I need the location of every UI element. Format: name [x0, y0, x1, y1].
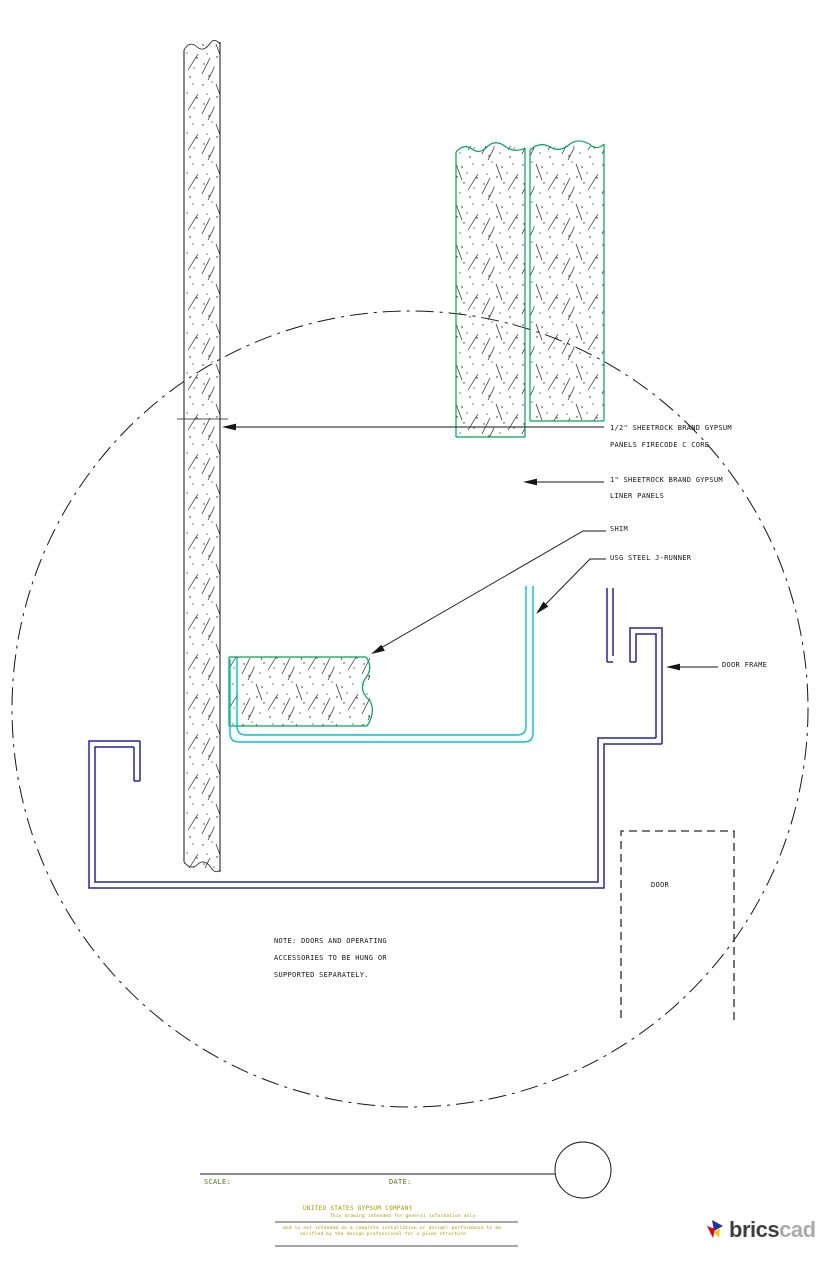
label-j-runner: USG STEEL J-RUNNER: [610, 554, 692, 562]
date-label: DATE:: [389, 1178, 412, 1186]
leader-gypsum-panels: [222, 423, 604, 431]
door-frame-profile: [88, 588, 663, 889]
bricscad-wordmark-bold: brics: [729, 1217, 780, 1242]
fine-print-line1: This drawing intended for general inform…: [330, 1214, 476, 1219]
note-line1: NOTE: DOORS AND OPERATING: [274, 937, 387, 945]
label-liner-panels-line1: 1" SHEETROCK BRAND GYPSUM: [610, 476, 723, 484]
label-liner-panels-line2: LINER PANELS: [610, 492, 665, 500]
title-block-rules: [275, 1221, 518, 1247]
scale-label: SCALE:: [204, 1178, 232, 1186]
note-line2: ACCESSORIES TO BE HUNG OR: [274, 954, 387, 962]
label-gypsum-panels-line2: PANELS FIRECODE C CORE: [610, 441, 710, 449]
fine-print-line3: verified by the design professional for …: [300, 1232, 466, 1237]
door-dashed-outline: [620, 830, 735, 1020]
wall-stud-column: [177, 40, 228, 873]
fine-print-line2: and is not intended as a complete instal…: [283, 1226, 502, 1231]
bricscad-logo-mark: [707, 1220, 723, 1238]
label-shim: SHIM: [610, 525, 629, 533]
bricscad-wordmark: bricscad: [729, 1217, 816, 1243]
detail-bubble-circle: [554, 1141, 612, 1199]
company-name: UNITED STATES GYPSUM COMPANY: [303, 1205, 413, 1212]
detail-boundary-circle: [11, 310, 809, 1108]
leader-shim: [371, 530, 606, 654]
j-runner: [229, 586, 534, 743]
leader-j-runner: [536, 558, 606, 614]
gypsum-panels: [455, 140, 605, 438]
bricscad-wordmark-light: cad: [779, 1217, 816, 1242]
label-door: DOOR: [651, 881, 670, 889]
shim-hatch: [228, 656, 373, 727]
leader-door-frame: [666, 663, 718, 671]
note-line3: SUPPORTED SEPARATELY.: [274, 971, 369, 979]
label-door-frame: DOOR FRAME: [722, 661, 768, 669]
label-gypsum-panels-line1: 1/2" SHEETROCK BRAND GYPSUM: [610, 424, 732, 432]
leader-liner-panels: [523, 478, 604, 486]
